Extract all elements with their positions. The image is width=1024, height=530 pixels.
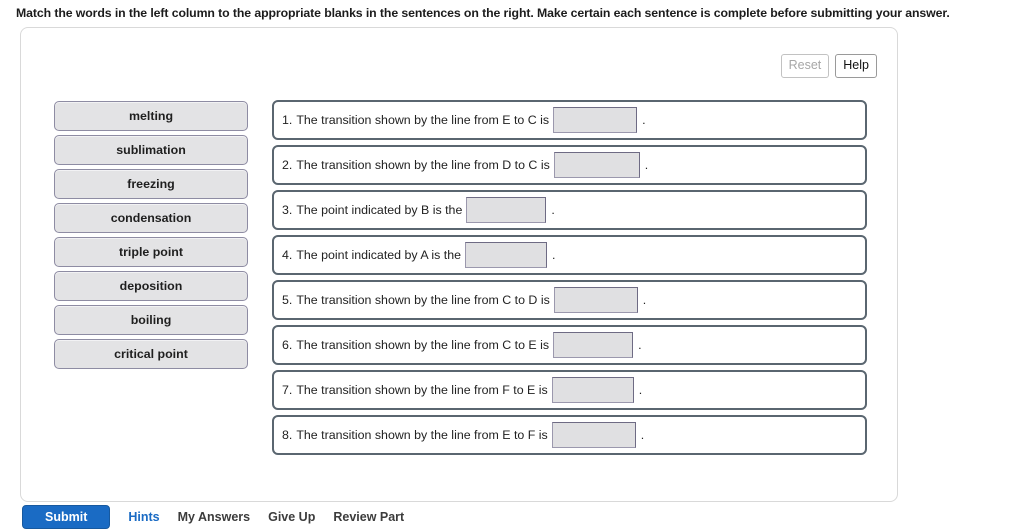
sentence-row: 5.The transition shown by the line from … (272, 280, 867, 320)
sentence-period: . (551, 203, 555, 217)
sentence-prompt: The transition shown by the line from C … (296, 338, 550, 352)
instruction-text: Match the words in the left column to th… (16, 6, 950, 20)
answer-blank[interactable] (466, 197, 547, 223)
answer-blank[interactable] (553, 107, 638, 133)
word-tile[interactable]: melting (54, 101, 248, 131)
action-link-give-up[interactable]: Give Up (268, 510, 316, 524)
sentence-number: 3. (282, 203, 293, 217)
word-tile[interactable]: deposition (54, 271, 248, 301)
word-tile[interactable]: critical point (54, 339, 248, 369)
sentence-prompt: The point indicated by A is the (296, 248, 461, 262)
submit-button[interactable]: Submit (22, 504, 111, 530)
sentence-number: 7. (282, 383, 293, 397)
sentence-prompt: The transition shown by the line from D … (296, 158, 550, 172)
word-tile-label: melting (128, 109, 174, 123)
help-button[interactable]: Help (835, 54, 877, 78)
action-link-review-part[interactable]: Review Part (333, 510, 405, 524)
sentence-period: . (640, 428, 645, 442)
answer-blank[interactable] (551, 422, 636, 448)
answer-blank[interactable] (553, 152, 640, 178)
sentence-prompt: The transition shown by the line from F … (296, 383, 548, 397)
sentence-prompt: The point indicated by B is the (296, 203, 463, 217)
word-tile[interactable]: triple point (54, 237, 248, 267)
sentence-period: . (642, 293, 647, 307)
sentence-row: 1.The transition shown by the line from … (272, 100, 867, 140)
sentence-prompt: The transition shown by the line from C … (296, 293, 550, 307)
word-tile-label: deposition (119, 279, 183, 293)
action-link-hints[interactable]: Hints (128, 510, 160, 524)
action-bar: Submit Hints My Answers Give Up Review Part (22, 504, 404, 530)
sentence-list: 1.The transition shown by the line from … (272, 100, 867, 460)
word-tile-label: sublimation (116, 143, 186, 157)
word-tile-label: condensation (110, 211, 192, 225)
sentence-number: 6. (282, 338, 293, 352)
sentence-period: . (638, 383, 643, 397)
word-tile-label: critical point (114, 347, 188, 361)
word-bank: melting sublimation freezing condensation tr… (54, 101, 248, 373)
sentence-row: 6.The transition shown by the line from … (272, 325, 867, 365)
sentence-row: 8.The transition shown by the line from … (272, 415, 867, 455)
action-link-my-answers[interactable]: My Answers (177, 510, 251, 524)
sentence-prompt: The transition shown by the line from E … (296, 428, 548, 442)
answer-blank[interactable] (464, 242, 547, 268)
sentence-number: 8. (282, 428, 293, 442)
word-tile-label: freezing (127, 177, 175, 191)
sentence-row: 3.The point indicated by B is the. (272, 190, 867, 230)
matching-exercise-panel: Reset Help melting sublimation freezing con… (20, 27, 898, 502)
sentence-row: 7.The transition shown by the line from … (272, 370, 867, 410)
word-tile-label: triple point (118, 245, 183, 259)
sentence-prompt: The transition shown by the line from E … (296, 113, 550, 127)
word-tile[interactable]: boiling (54, 305, 248, 335)
sentence-period: . (551, 248, 556, 262)
answer-blank[interactable] (551, 377, 634, 403)
panel-toolbar: Reset Help (780, 54, 877, 78)
sentence-number: 1. (282, 113, 293, 127)
sentence-period: . (644, 158, 649, 172)
sentence-row: 4.The point indicated by A is the. (272, 235, 867, 275)
sentence-row: 2.The transition shown by the line from … (272, 145, 867, 185)
word-tile-label: boiling (130, 313, 172, 327)
reset-button[interactable]: Reset (780, 54, 830, 78)
word-tile[interactable]: condensation (54, 203, 248, 233)
sentence-period: . (642, 113, 646, 127)
sentence-number: 2. (282, 158, 293, 172)
sentence-number: 5. (282, 293, 293, 307)
word-tile[interactable]: sublimation (54, 135, 248, 165)
word-tile[interactable]: freezing (54, 169, 248, 199)
answer-blank[interactable] (553, 332, 634, 358)
sentence-number: 4. (282, 248, 293, 262)
sentence-period: . (638, 338, 642, 352)
answer-blank[interactable] (553, 287, 638, 313)
